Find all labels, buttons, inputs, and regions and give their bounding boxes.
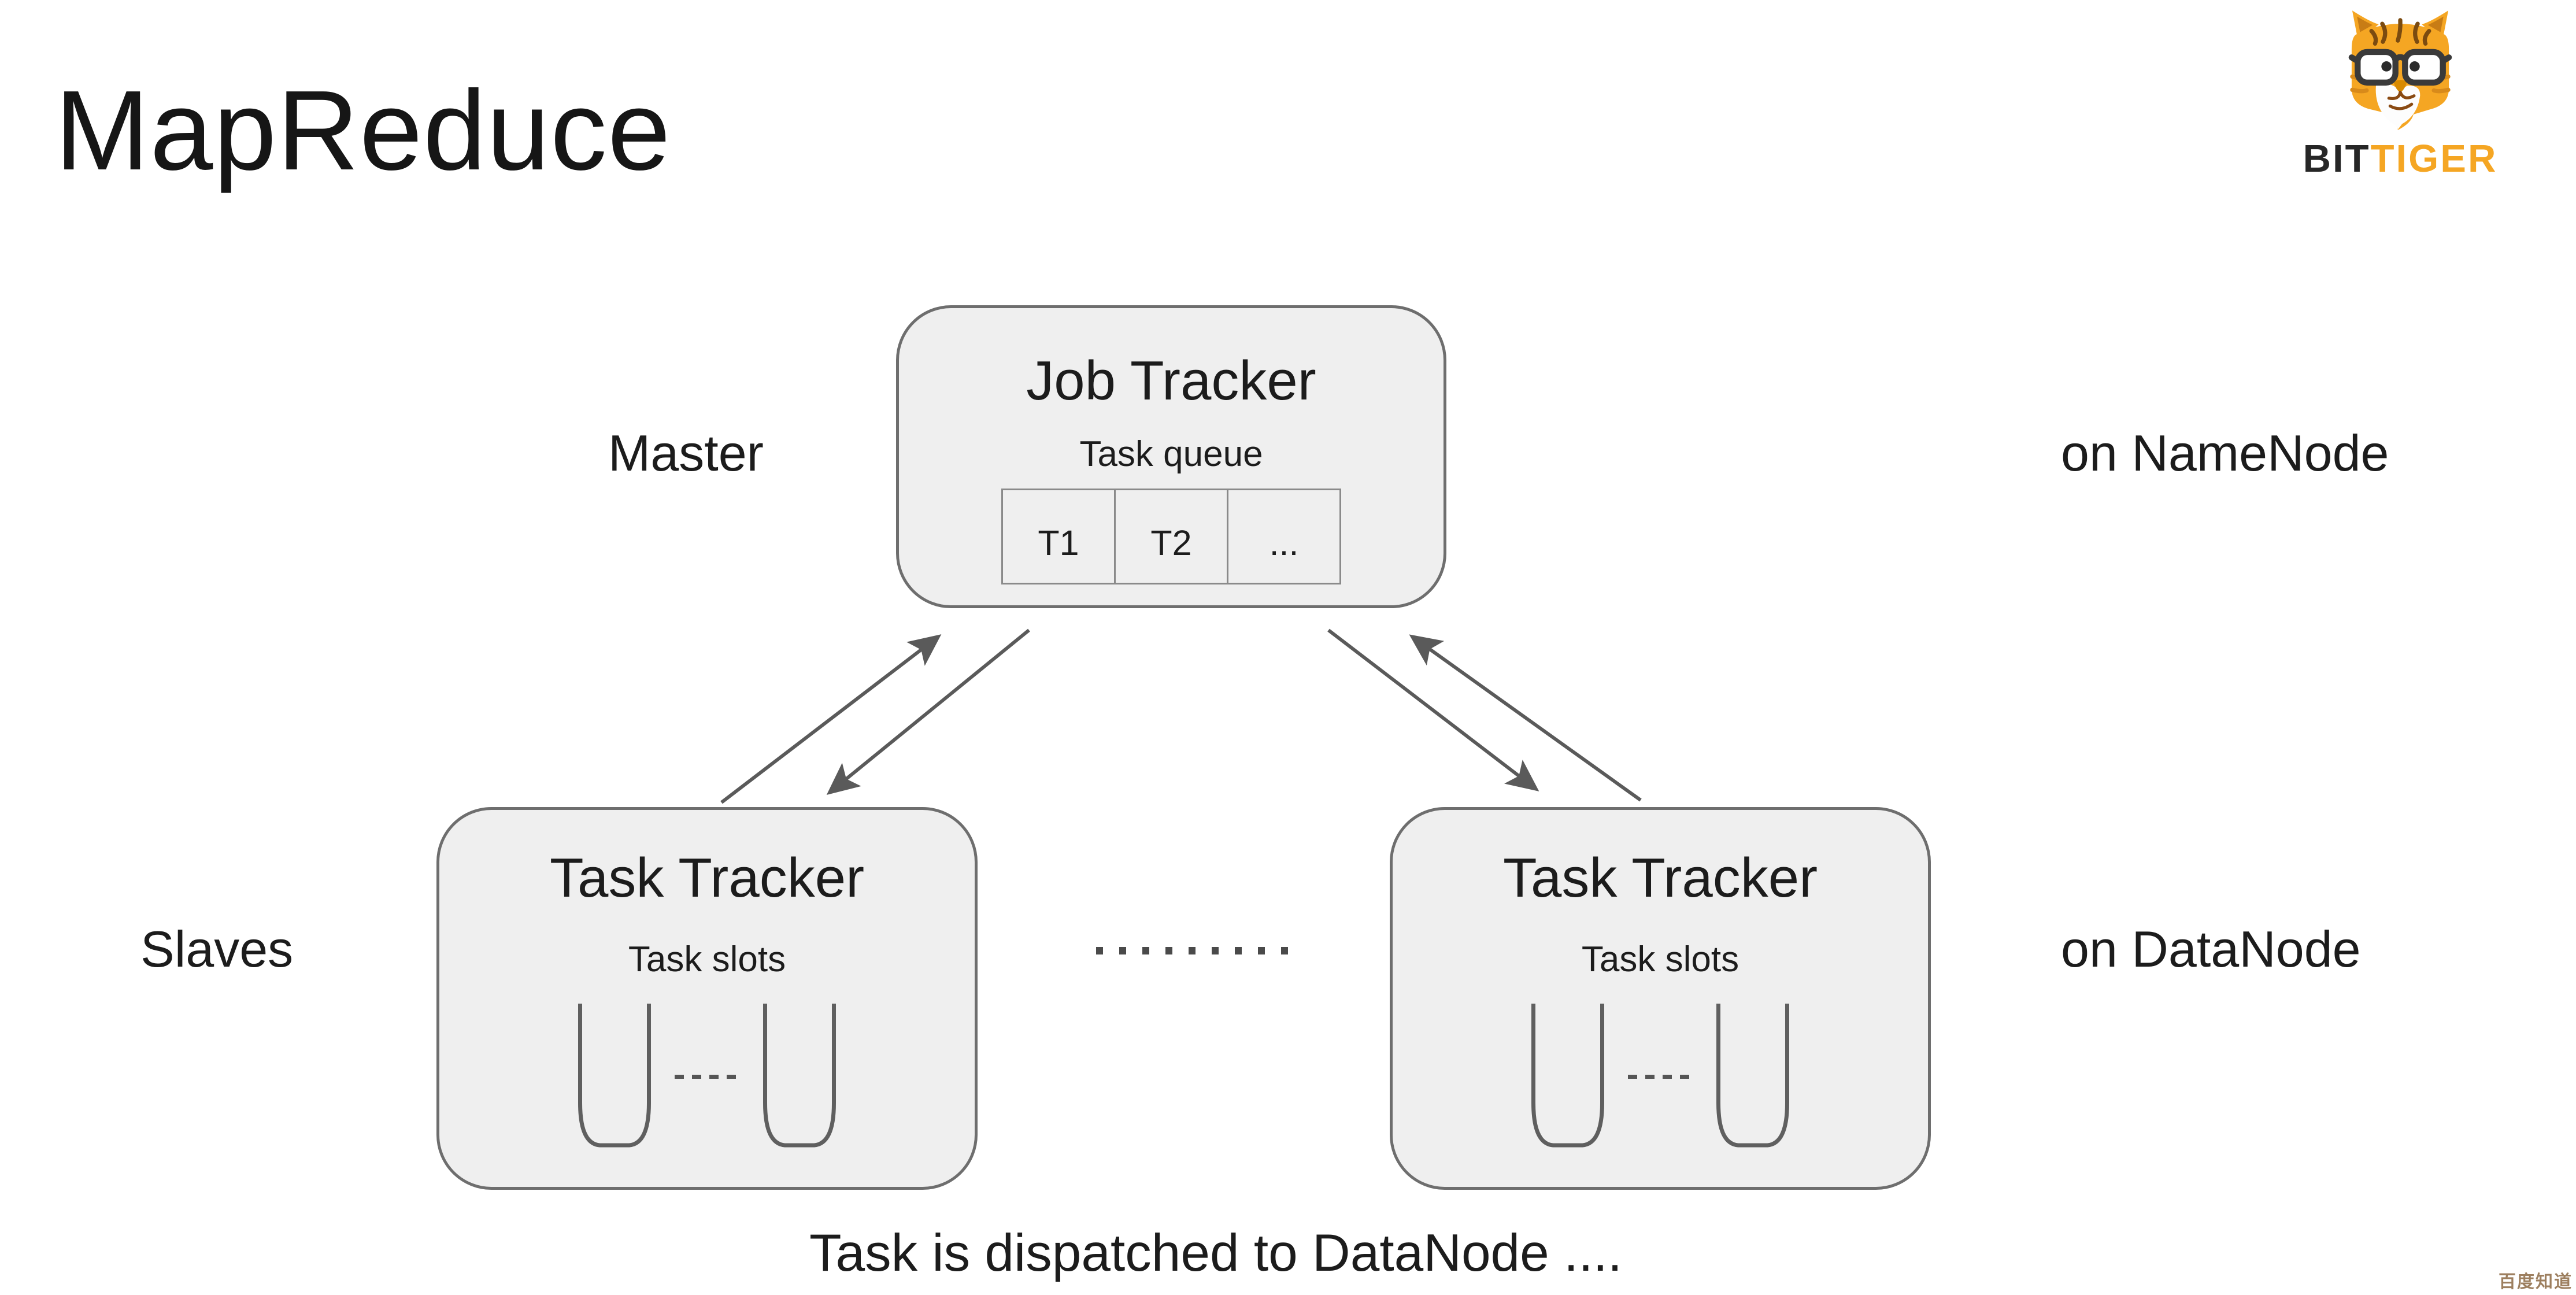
job-tracker-title: Job Tracker (1026, 350, 1316, 412)
arrow-left-up (720, 634, 942, 804)
slot-dashes (675, 1074, 739, 1079)
task-tracker-node-right: Task Tracker Task slots (1390, 807, 1931, 1190)
task-slots-label: Task slots (628, 939, 786, 979)
master-label: Master (608, 424, 764, 482)
task-queue-cell: T1 (1001, 489, 1116, 584)
arrow-left-down (826, 628, 1030, 796)
task-slots (439, 1001, 975, 1152)
caption-text: Task is dispatched to DataNode .... (809, 1224, 1623, 1282)
task-slot-icon (578, 1004, 651, 1148)
glasses-icon (2348, 49, 2452, 86)
task-slot-icon (1716, 1004, 1789, 1148)
baidu-zhidao-watermark: 百度知道 (2499, 1272, 2573, 1292)
arrow-right-down (1327, 628, 1539, 791)
task-queue-cell: T2 (1114, 489, 1228, 584)
slaves-label: Slaves (140, 920, 294, 978)
on-datanode-label: on DataNode (2061, 920, 2361, 978)
on-namenode-label: on NameNode (2061, 424, 2389, 482)
task-queue-label: Task queue (1079, 434, 1263, 474)
task-tracker-node-left: Task Tracker Task slots (436, 807, 978, 1190)
tiger-mascot-icon (2348, 10, 2452, 130)
task-tracker-title: Task Tracker (549, 847, 865, 909)
task-tracker-title: Task Tracker (1502, 847, 1818, 909)
brand-wordmark: BITTIGER (2285, 139, 2516, 178)
slot-dashes (1628, 1074, 1693, 1079)
task-slot-icon (763, 1004, 836, 1148)
brand-suffix: TIGER (2370, 137, 2498, 180)
arrow-right-up (1409, 634, 1642, 802)
more-trackers-dots (1096, 947, 1290, 954)
bittiger-logo: BITTIGER (2285, 6, 2516, 178)
task-queue-table: T1 T2 ... (1001, 489, 1341, 584)
page-title: MapReduce (55, 67, 671, 194)
task-slot-icon (1531, 1004, 1604, 1148)
brand-prefix: BIT (2303, 137, 2371, 180)
task-queue-cell: ... (1227, 489, 1341, 584)
task-slots-label: Task slots (1581, 939, 1739, 979)
job-tracker-node: Job Tracker Task queue T1 T2 ... (896, 305, 1446, 608)
task-slots (1393, 1001, 1928, 1152)
